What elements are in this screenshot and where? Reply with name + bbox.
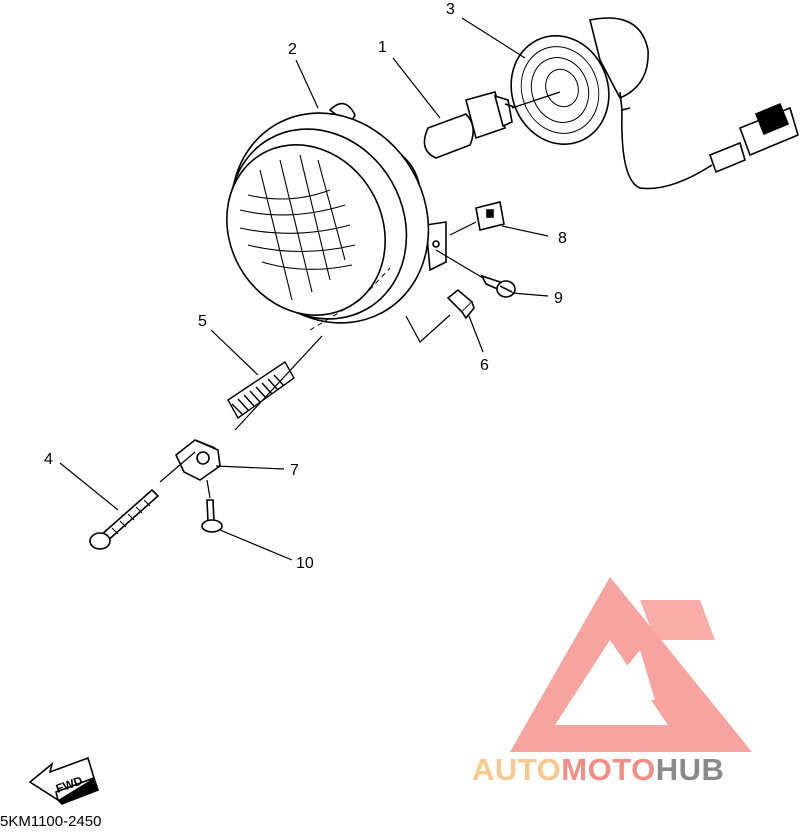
diagram-code: 5KM1100-2450 (0, 813, 102, 830)
callout-7: 7 (290, 462, 299, 479)
callout-3: 3 (446, 1, 455, 18)
callout-5: 5 (198, 313, 207, 330)
headlight-housing (226, 102, 447, 331)
callout-6: 6 (480, 357, 489, 374)
leader-lines (59, 17, 549, 561)
adjusting-screw (480, 274, 516, 298)
long-bolt (89, 488, 160, 550)
headlight-bulb (423, 91, 519, 159)
fwd-arrow-icon: FWD (28, 756, 99, 805)
automotohub-logo (510, 577, 752, 752)
brand-part-auto: AUTO (472, 752, 562, 787)
square-nut (446, 288, 475, 320)
callout-10: 10 (296, 555, 314, 572)
callout-8: 8 (558, 230, 567, 247)
assembly-lines (159, 91, 561, 499)
brand-part-hub: HUB (655, 752, 725, 787)
bulb-socket-assembly (510, 17, 799, 190)
callout-9: 9 (554, 290, 563, 307)
callout-2: 2 (288, 41, 297, 58)
nut-plate (475, 201, 505, 231)
callout-4: 4 (44, 451, 53, 468)
callout-1: 1 (378, 39, 387, 56)
small-screw (201, 499, 223, 533)
spring (227, 360, 295, 420)
brand-part-moto: MOTO (561, 752, 656, 787)
automotohub-wordmark: AUTOMOTOHUB (472, 752, 724, 788)
mounting-bracket (175, 439, 221, 481)
